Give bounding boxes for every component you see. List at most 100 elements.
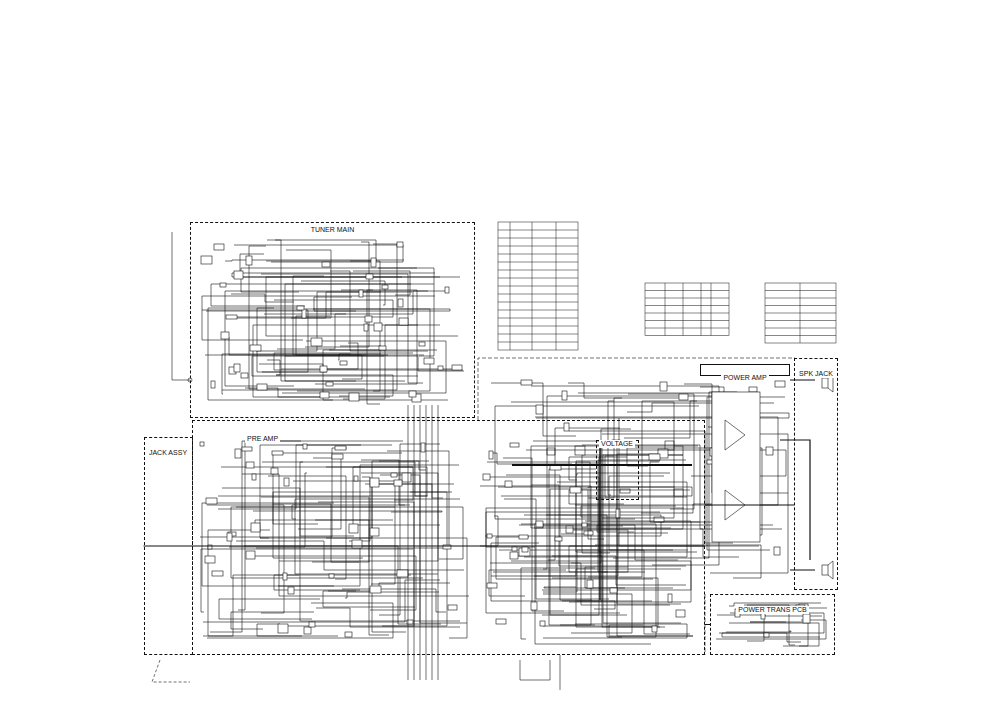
component-symbol [242, 447, 252, 451]
wire [238, 441, 403, 610]
bus-wire [426, 405, 427, 680]
component-symbol [397, 242, 403, 247]
component-symbol [206, 498, 217, 504]
component-symbol [536, 405, 543, 414]
wire [490, 477, 697, 552]
component-symbol [510, 443, 519, 447]
component-symbol [665, 441, 674, 450]
component-symbol [366, 274, 373, 279]
board-block: VOLTAGE [596, 440, 639, 500]
wire [205, 355, 362, 379]
table-rule [711, 283, 712, 336]
component-symbol [487, 583, 497, 588]
wire [236, 541, 464, 570]
circuit-wiring [152, 232, 833, 690]
table-rule [765, 298, 836, 299]
spec-table [645, 283, 729, 336]
component-symbol [234, 271, 243, 279]
leader-line [152, 660, 190, 682]
component-symbol [221, 332, 229, 339]
wire [219, 599, 320, 619]
component-symbol [566, 526, 573, 533]
component-symbol [364, 324, 368, 331]
connector [144, 546, 706, 547]
wire [252, 356, 418, 376]
wire [210, 441, 301, 632]
wire [567, 446, 683, 529]
wire [295, 499, 460, 574]
wire [301, 281, 385, 305]
wire [491, 569, 681, 576]
component-symbol [555, 537, 562, 541]
table-frame [498, 222, 578, 350]
table-rule [556, 222, 557, 350]
component-symbol [370, 528, 379, 536]
speaker-symbol [828, 561, 833, 579]
component-symbol [340, 361, 347, 365]
wire [266, 240, 376, 261]
component-symbol [214, 244, 224, 250]
component-symbol [562, 391, 567, 400]
component-symbol [505, 481, 512, 487]
table-rule [665, 283, 666, 336]
amp-ic [712, 392, 760, 542]
wire [253, 511, 442, 512]
table-rule [765, 320, 836, 321]
component-symbol [320, 366, 327, 372]
wire [262, 462, 428, 496]
wire [499, 550, 690, 634]
component-symbol [402, 473, 411, 482]
component-symbol [345, 632, 352, 637]
speaker-symbol [822, 565, 828, 575]
component-symbol [452, 365, 462, 370]
bus-wire [420, 405, 421, 680]
wire [240, 254, 402, 277]
wire [241, 268, 417, 292]
wire [491, 383, 576, 436]
wire [229, 473, 307, 547]
component-symbol [370, 586, 381, 593]
wire [248, 556, 416, 610]
wire [520, 655, 560, 690]
table-rule [645, 298, 729, 299]
wire [543, 550, 673, 592]
component-symbol [399, 318, 408, 325]
wire [273, 453, 402, 558]
component-symbol [391, 473, 397, 477]
component-symbol [283, 573, 287, 580]
speaker-symbol [822, 378, 828, 388]
component-symbol [620, 489, 630, 493]
block-heading: SPK JACK [797, 370, 835, 378]
wire [585, 567, 628, 588]
table-rule [645, 328, 729, 329]
component-symbol [251, 523, 260, 532]
wire [267, 360, 280, 375]
block-heading: JACK ASSY [147, 449, 189, 457]
table-frame [765, 283, 836, 343]
spec-table [498, 222, 578, 350]
wire [345, 592, 439, 598]
component-symbol [278, 624, 288, 633]
board-block: PRE AMP [192, 420, 705, 655]
component-symbol [326, 382, 333, 386]
component-symbol [371, 258, 376, 267]
wire [207, 505, 284, 613]
component-symbol [775, 381, 785, 387]
component-symbol [302, 309, 306, 318]
component-symbol [288, 587, 294, 594]
table-rule [645, 313, 729, 314]
component-symbol [397, 570, 408, 577]
block-heading: TUNER MAIN [309, 226, 357, 234]
wire [249, 246, 365, 389]
component-symbol [354, 476, 358, 481]
table-rule [765, 328, 836, 329]
table-rule [510, 222, 511, 350]
board-block: TUNER MAIN [190, 222, 475, 418]
component-symbol [309, 622, 315, 627]
table-rule [765, 290, 836, 291]
wire [292, 505, 410, 519]
wire [722, 633, 820, 637]
component-symbol [332, 454, 343, 459]
